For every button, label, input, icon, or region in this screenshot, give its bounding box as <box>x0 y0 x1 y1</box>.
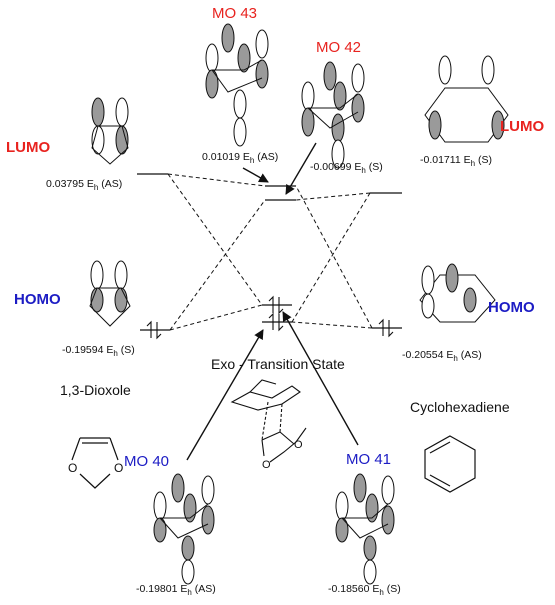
energy-chd-homo: -0.20554 Eh (AS) <box>402 349 482 363</box>
structure-dioxole: O O <box>68 437 123 489</box>
corr-dlumo-mo43 <box>167 173 266 187</box>
arrow-mo43 <box>242 167 269 183</box>
corr-dlumo-mo41 <box>167 173 263 306</box>
mo41-label: MO 41 <box>346 451 391 468</box>
energy-dioxole-homo: -0.19594 Eh (S) <box>62 344 135 358</box>
energy-mo40: -0.19801 Eh (AS) <box>136 583 216 597</box>
homo-left-label: HOMO <box>14 291 61 308</box>
lumo-left-label: LUMO <box>6 139 50 156</box>
energy-mo41: -0.18560 Eh (S) <box>328 583 401 597</box>
orbital-dioxole-homo <box>89 260 131 327</box>
orbital-chd-lumo <box>424 55 509 143</box>
orbital-mo40 <box>153 473 215 585</box>
energy-levels <box>137 173 402 331</box>
energy-mo43: 0.01019 Eh (AS) <box>202 151 278 165</box>
lumo-right-label: LUMO <box>500 118 544 135</box>
corr-chomo-mo43 <box>295 185 373 329</box>
arrow-mo42 <box>285 142 317 195</box>
cyclohexadiene-name: Cyclohexadiene <box>410 399 510 415</box>
dioxole-o-left: O <box>68 461 77 475</box>
electrons-chd-homo <box>378 318 394 338</box>
corr-clumo-mo42 <box>295 192 371 201</box>
orbital-mo43 <box>205 23 269 147</box>
text-labels: MO 43 MO 42 MO 40 MO 41 LUMO LUMO HOMO H… <box>6 5 544 597</box>
energy-chd-lumo: -0.01711 Eh (S) <box>420 154 492 168</box>
dioxole-name: 1,3-Dioxole <box>60 382 131 398</box>
dioxole-o-right: O <box>114 461 123 475</box>
pointer-arrows <box>186 142 359 461</box>
orbital-mo42 <box>301 61 365 169</box>
electrons-ts-mo41 <box>268 295 284 315</box>
orbital-dioxole-lumo <box>91 97 129 165</box>
mo40-label: MO 40 <box>124 453 169 470</box>
orbital-chd-homo <box>419 263 496 323</box>
orbital-mo41 <box>335 473 395 585</box>
arrow-mo41 <box>282 311 359 446</box>
corr-chomo-mo40 <box>291 321 373 329</box>
mo43-label: MO 43 <box>212 5 257 22</box>
energy-dioxole-lumo: 0.03795 Eh (AS) <box>46 178 122 192</box>
mo42-label: MO 42 <box>316 39 361 56</box>
corr-dhomo-mo41 <box>169 304 263 331</box>
ts-o-left: O <box>262 459 271 471</box>
arrow-mo40 <box>186 329 264 461</box>
correlation-lines <box>167 173 373 331</box>
electrons-dioxole-homo <box>146 320 162 340</box>
energy-mo42: -0.00699 Eh (S) <box>310 161 383 175</box>
corr-dhomo-mo42 <box>169 199 266 331</box>
structure-transition-state: O O <box>230 379 307 471</box>
homo-right-label: HOMO <box>488 299 535 316</box>
ts-o-right: O <box>294 439 303 451</box>
electron-pairs <box>146 295 394 340</box>
electrons-ts-mo40 <box>268 312 284 332</box>
structure-cyclohexadiene <box>424 435 476 493</box>
transition-state-title: Exo - Transition State <box>211 356 345 372</box>
